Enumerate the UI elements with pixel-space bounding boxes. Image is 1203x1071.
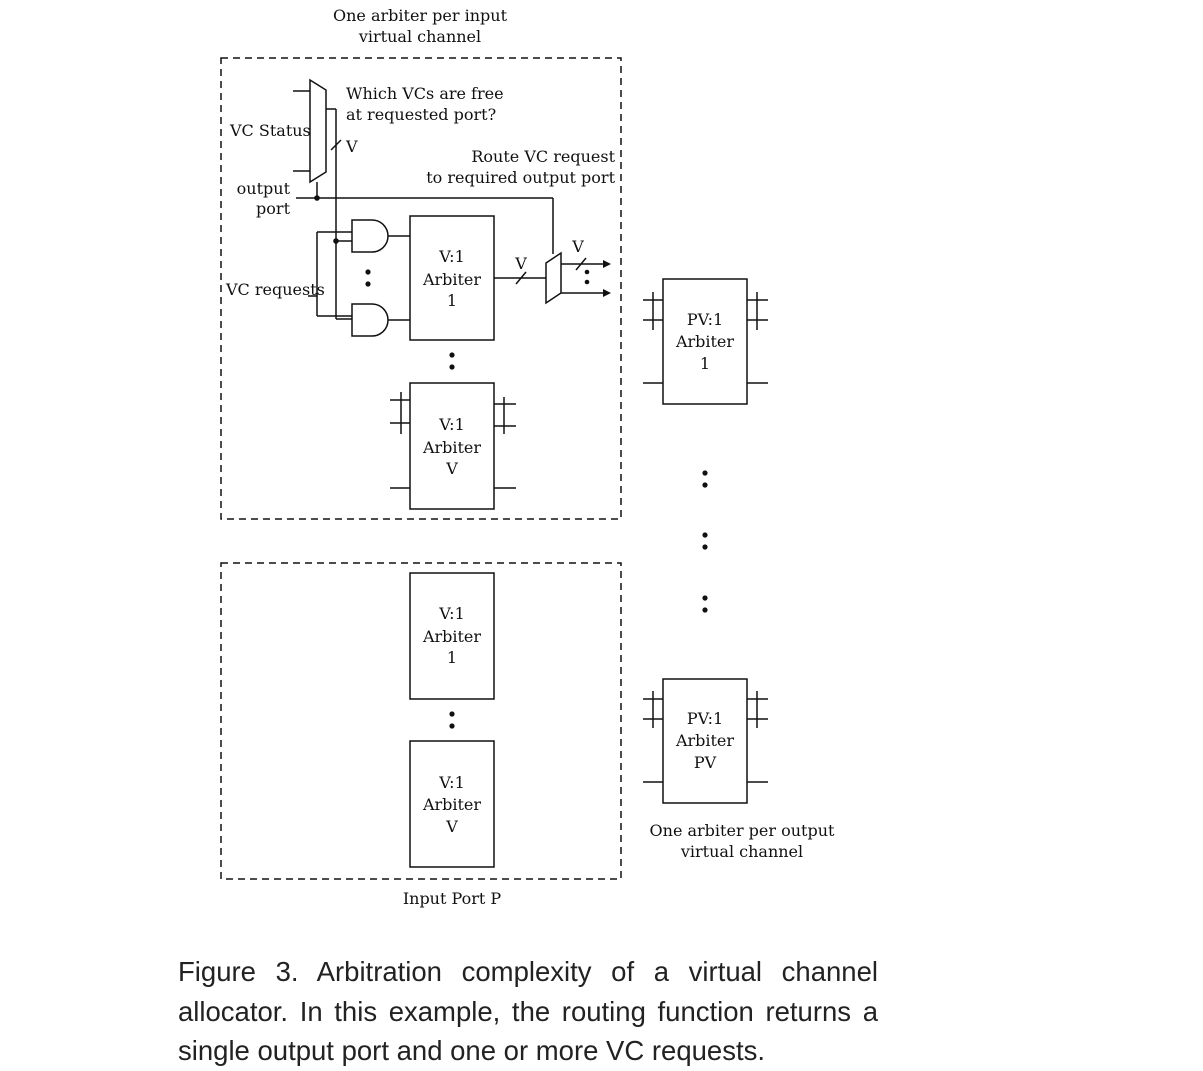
- input-port-p-label: Input Port P: [403, 889, 502, 908]
- arrowhead-out-bottom: [603, 289, 611, 297]
- top-header-line-1: One arbiter per input: [333, 6, 508, 25]
- output-port-line-1: output: [237, 179, 291, 198]
- arbiter-p-v-line-2: Arbiter: [422, 795, 481, 814]
- vc-requests-label: VC requests: [225, 280, 325, 299]
- arbiter-in-v-box: [409, 382, 495, 510]
- output-header-line-1: One arbiter per output: [650, 821, 836, 840]
- arbiter-out-pv-line-3: PV: [694, 753, 717, 772]
- ellipsis-dot: [702, 470, 708, 476]
- v-label-demux-out: V: [571, 237, 584, 256]
- arbiter-out-pv-line-2: Arbiter: [675, 731, 734, 750]
- input-port-p-boundary: [220, 562, 622, 880]
- arbiter-in-v-line-3: V: [445, 459, 458, 478]
- arbiter-in-1-line-2: Arbiter: [422, 270, 481, 289]
- output-header-line-2: virtual channel: [680, 842, 803, 861]
- and-gate-top: [351, 219, 389, 253]
- and-gate-bottom: [351, 303, 389, 337]
- ellipsis-dot: [584, 279, 590, 285]
- vc-status-mux: [309, 78, 327, 184]
- arbiter-p-1-box: [409, 572, 495, 700]
- ellipsis-dot: [702, 482, 708, 488]
- arbiter-in-1-line-3: 1: [447, 291, 457, 310]
- arbiter-in-v-line-2: Arbiter: [422, 438, 481, 457]
- arbiter-in-v-line-1: V:1: [438, 415, 465, 434]
- ellipsis-dot: [702, 532, 708, 538]
- ellipsis-dot: [702, 544, 708, 550]
- ellipsis-dot: [449, 723, 455, 729]
- route-demux: [545, 251, 562, 305]
- ellipsis-dot: [365, 281, 371, 287]
- arbiter-out-1-line-3: 1: [700, 354, 710, 373]
- arbiter-out-1-box: [662, 278, 748, 405]
- v-label-status: V: [345, 137, 358, 156]
- ellipsis-dot: [702, 595, 708, 601]
- arbiter-out-pv-box: [662, 678, 748, 804]
- which-vcs-line-1: Which VCs are free: [346, 84, 504, 103]
- ellipsis-dot: [584, 269, 590, 275]
- v-label-arbiter-out: V: [514, 254, 527, 273]
- route-vc-line-2: to required output port: [426, 168, 615, 187]
- which-vcs-line-2: at requested port?: [346, 105, 496, 124]
- arrowhead-out-top: [603, 260, 611, 268]
- output-port-line-2: port: [256, 199, 291, 218]
- ellipsis-dot: [365, 269, 371, 275]
- arbiter-in-1-line-1: V:1: [438, 247, 465, 266]
- arbiter-out-1-line-1: PV:1: [687, 310, 723, 329]
- arbiter-p-1-line-1: V:1: [438, 604, 465, 623]
- arbiter-p-v-line-3: V: [445, 817, 458, 836]
- arbiter-p-v-box: [409, 740, 495, 868]
- junction-dot: [314, 195, 320, 201]
- route-vc-line-1: Route VC request: [471, 147, 615, 166]
- ellipsis-dot: [449, 364, 455, 370]
- arbiter-out-pv-line-1: PV:1: [687, 709, 723, 728]
- vc-status-label: VC Status: [229, 121, 311, 140]
- arbiter-out-1-line-2: Arbiter: [675, 332, 734, 351]
- arbiter-p-1-line-3: 1: [447, 648, 457, 667]
- ellipsis-dot: [702, 607, 708, 613]
- ellipsis-dot: [449, 711, 455, 717]
- arbiter-p-v-line-1: V:1: [438, 773, 465, 792]
- input-port-1-boundary: [220, 57, 622, 520]
- figure-caption: Figure 3. Arbitration complexity of a vi…: [178, 956, 878, 1066]
- top-header-line-2: virtual channel: [358, 27, 481, 46]
- ellipsis-dot: [449, 352, 455, 358]
- junction-dot: [333, 238, 339, 244]
- arbiter-p-1-line-2: Arbiter: [422, 627, 481, 646]
